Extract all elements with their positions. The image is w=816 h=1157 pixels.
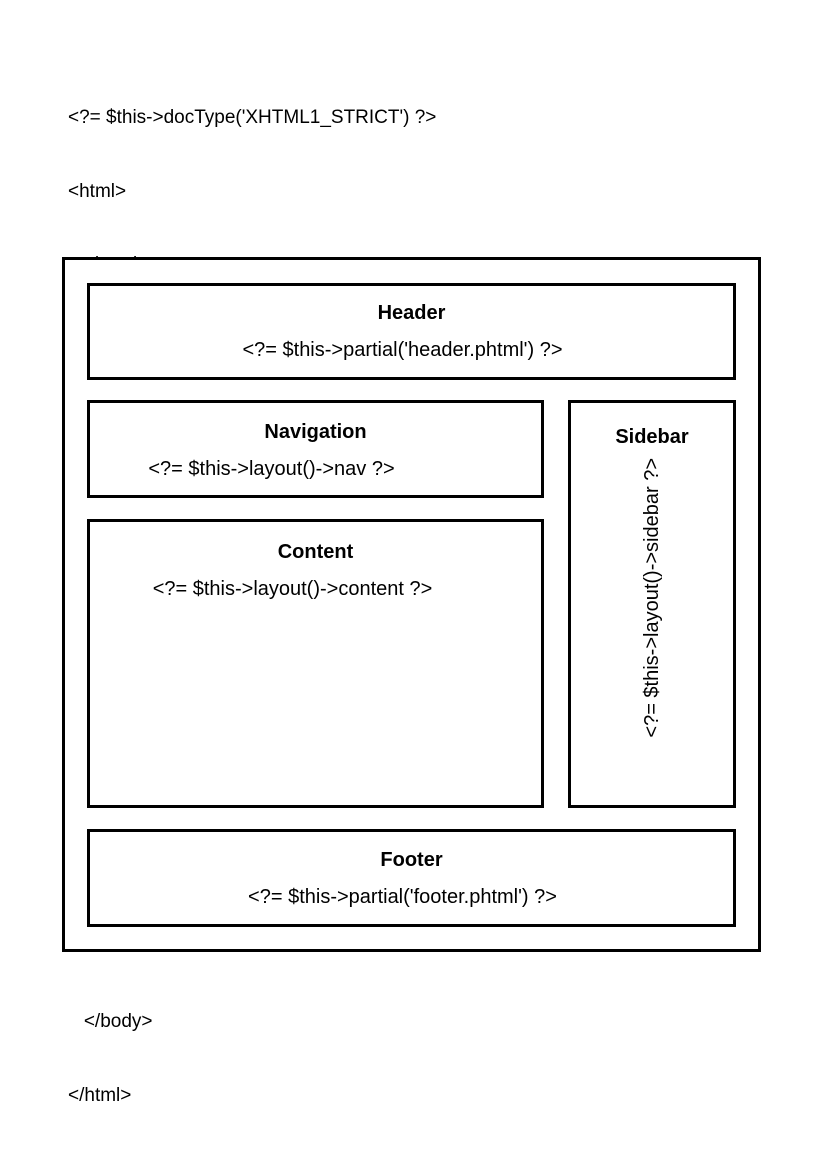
- sidebar-box: Sidebar <?= $this->layout()->sidebar ?>: [568, 400, 736, 808]
- content-box-code: <?= $this->layout()->content ?>: [152, 578, 433, 600]
- code-line: <?= $this->docType('XHTML1_STRICT') ?>: [68, 107, 437, 128]
- code-line: </html>: [68, 1084, 132, 1106]
- code-line: </body>: [68, 1011, 153, 1032]
- code-listing-bottom: </body> </html>: [68, 961, 153, 1157]
- header-box: Header <?= $this->partial('header.phtml'…: [87, 283, 736, 380]
- navigation-box-code: <?= $this->layout()->nav ?>: [148, 458, 395, 480]
- sidebar-box-title: Sidebar: [615, 426, 689, 448]
- content-box: Content <?= $this->layout()->content ?>: [87, 519, 544, 808]
- footer-box-title: Footer: [380, 849, 443, 871]
- code-line: <html>: [68, 180, 127, 202]
- header-box-code: <?= $this->partial('header.phtml') ?>: [242, 339, 563, 361]
- sidebar-box-code-wrapper: <?= $this->layout()->sidebar ?>: [571, 458, 733, 799]
- sidebar-box-code: <?= $this->layout()->sidebar ?>: [641, 458, 663, 738]
- header-box-title: Header: [377, 302, 446, 324]
- footer-box-code: <?= $this->partial('footer.phtml') ?>: [248, 886, 557, 908]
- navigation-box: Navigation <?= $this->layout()->nav ?>: [87, 400, 544, 498]
- navigation-box-title: Navigation: [264, 421, 367, 443]
- footer-box: Footer <?= $this->partial('footer.phtml'…: [87, 829, 736, 927]
- content-box-title: Content: [277, 541, 354, 563]
- diagram-canvas: <?= $this->docType('XHTML1_STRICT') ?> <…: [62, 107, 761, 1106]
